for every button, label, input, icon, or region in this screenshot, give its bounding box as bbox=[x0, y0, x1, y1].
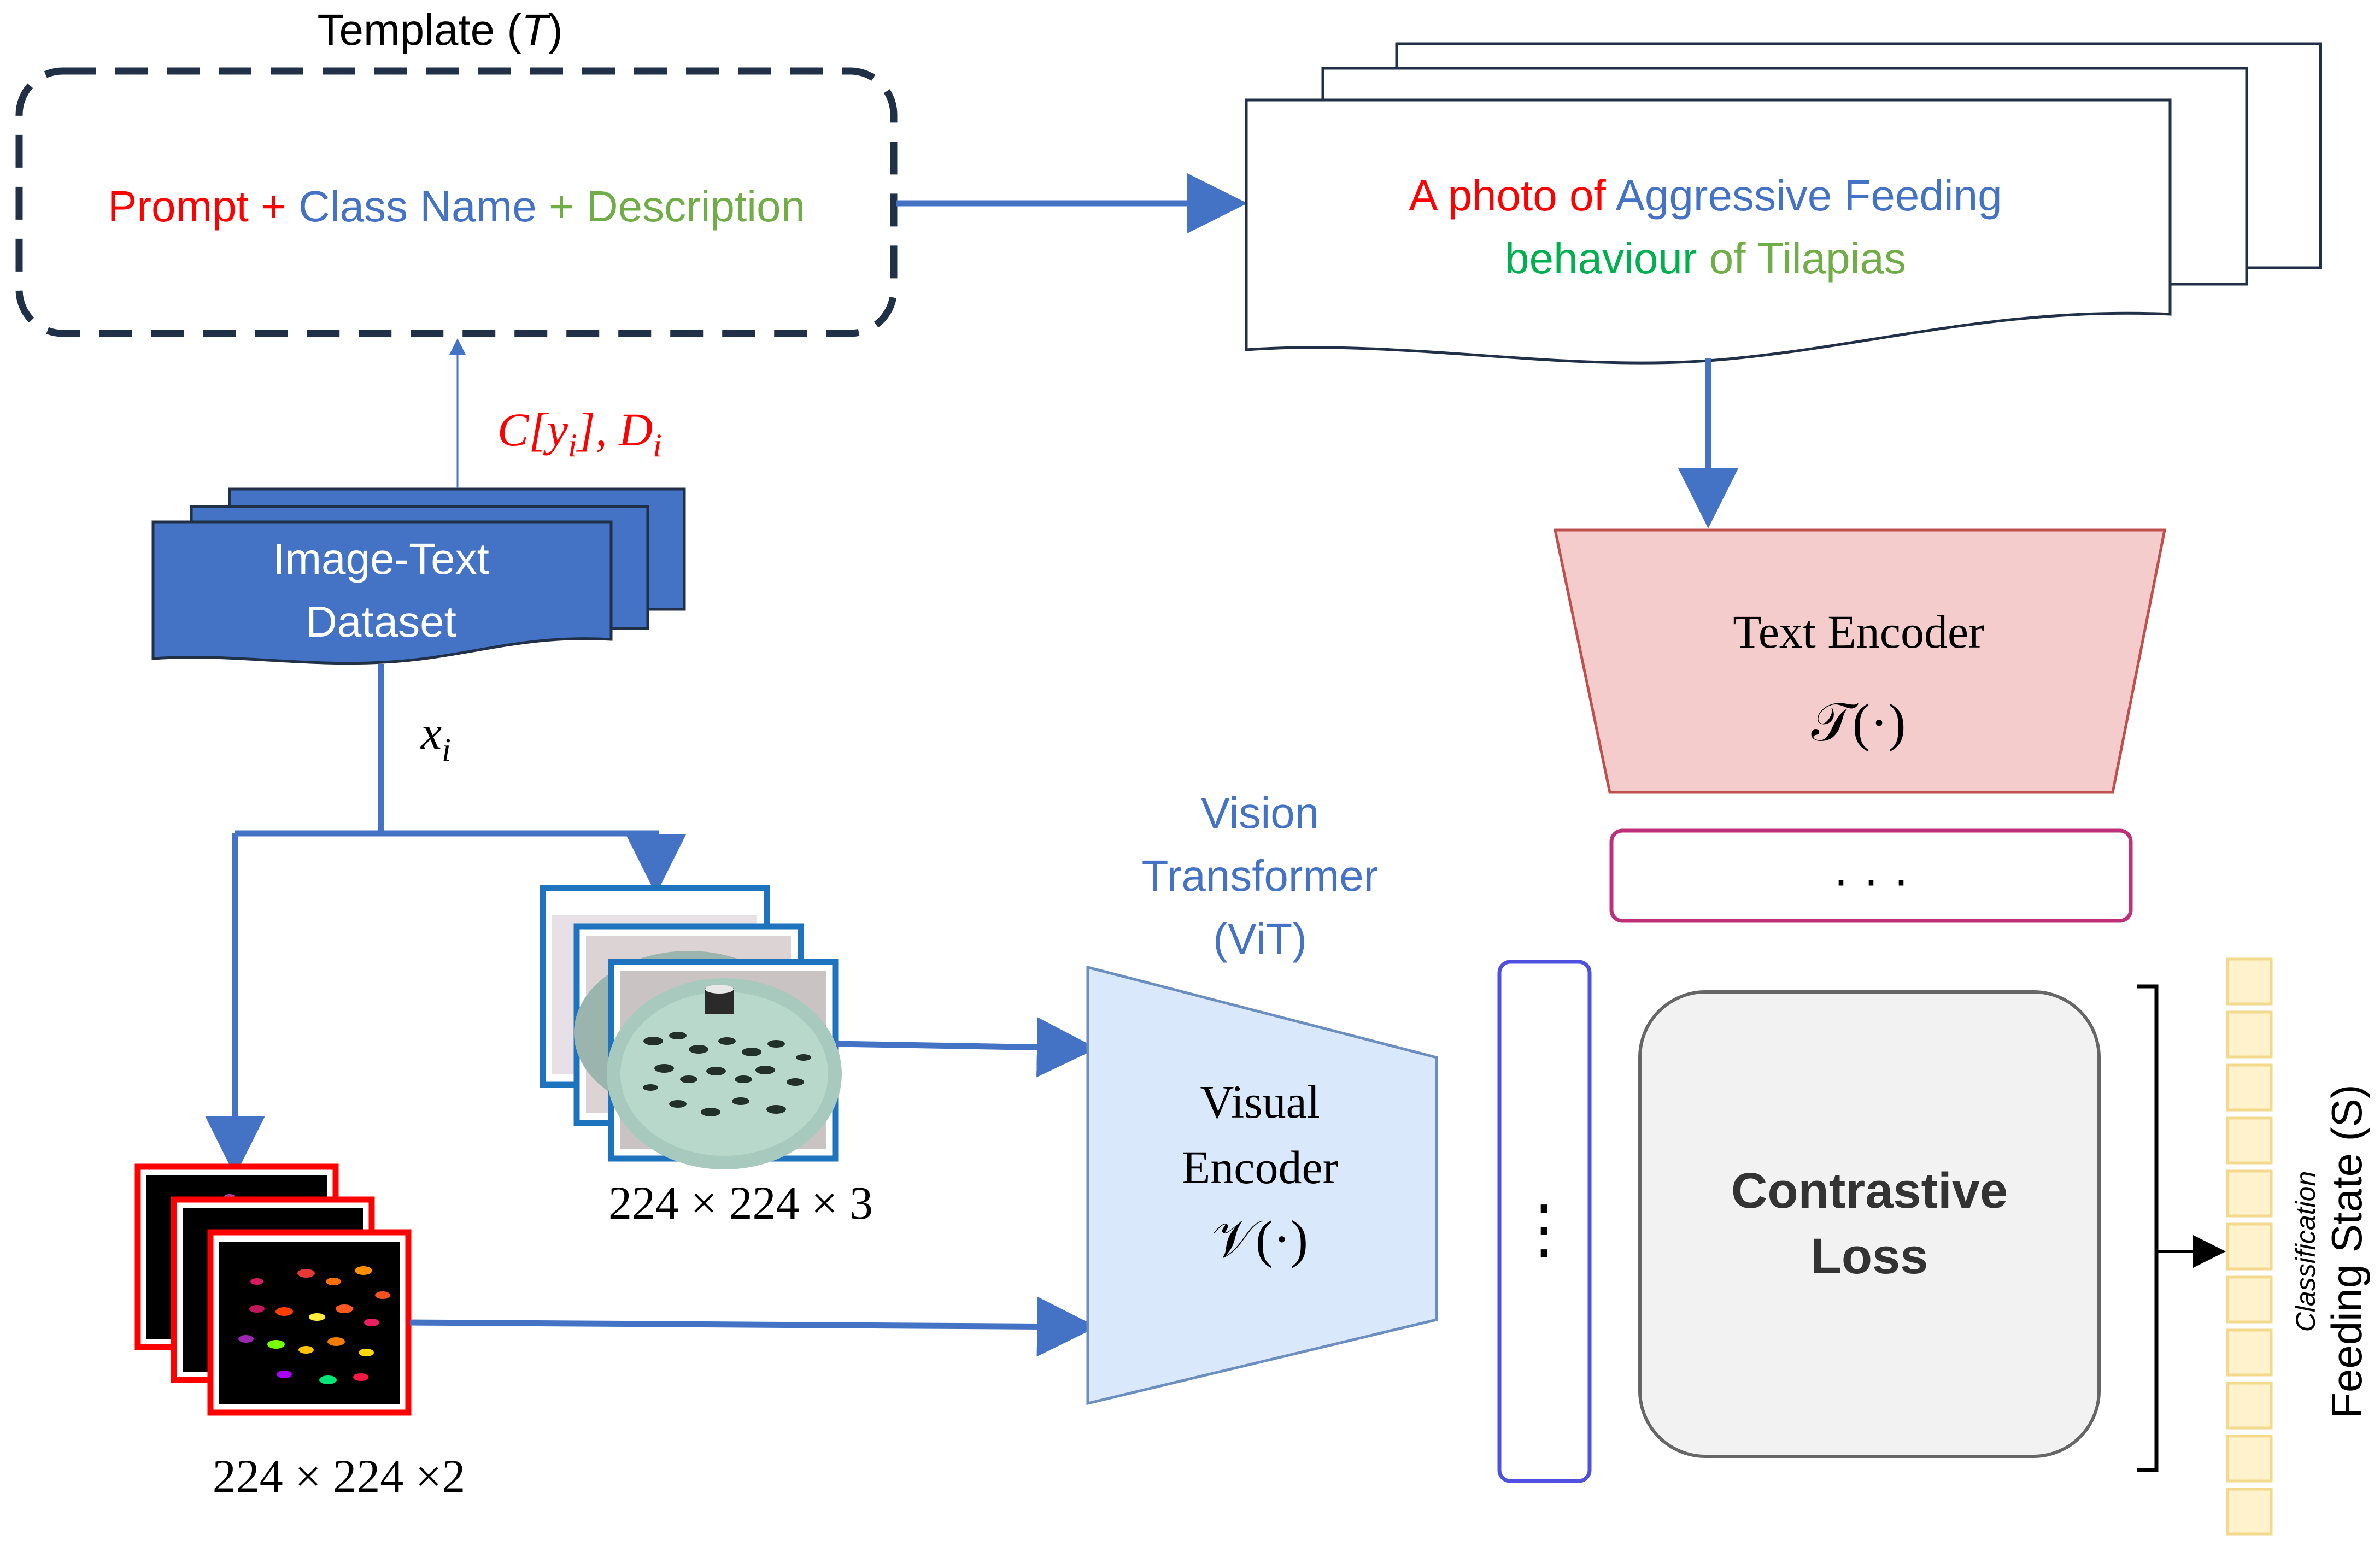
text-encoder-symbol: 𝒯(·) bbox=[1812, 693, 1906, 753]
output-cell bbox=[2226, 1222, 2273, 1271]
image-embedding: ⋮ bbox=[1497, 960, 1592, 1483]
caption-line-1: A photo of Aggressive Feeding bbox=[1409, 171, 2002, 220]
contrastive-loss-line-2: Loss bbox=[1811, 1228, 1928, 1284]
output-column bbox=[2226, 957, 2273, 1536]
mask-image-dims: 224 × 224 ×2 bbox=[213, 1450, 466, 1502]
dataset-stack: Image-Text Dataset bbox=[151, 487, 686, 665]
output-cell bbox=[2226, 1435, 2273, 1483]
output-cell bbox=[2226, 1275, 2273, 1324]
template-title: Template (T) bbox=[318, 5, 563, 54]
text-encoder-label: Text Encoder bbox=[1733, 606, 1984, 658]
contrastive-loss-box bbox=[1638, 990, 2101, 1458]
output-cell bbox=[2226, 1488, 2273, 1536]
visual-encoder: Visual Encoder 𝒱(·) bbox=[1086, 965, 1438, 1406]
rgb-image-dims: 224 × 224 × 3 bbox=[608, 1177, 873, 1229]
output-cell bbox=[2226, 1063, 2273, 1112]
text-encoder: Text Encoder 𝒯(·) bbox=[1553, 528, 2167, 794]
rgb-image-1 bbox=[607, 959, 842, 1169]
arrow-to-rgb-images bbox=[235, 830, 686, 895]
output-main-label: Feeding State (S) bbox=[2323, 1084, 2371, 1418]
dataset-label-line-2: Dataset bbox=[306, 597, 456, 646]
mask-image-1 bbox=[207, 1229, 412, 1416]
output-bracket bbox=[2137, 984, 2159, 1472]
visual-encoder-symbol: 𝒱(·) bbox=[1212, 1210, 1308, 1268]
label-class-description: C[yi], Di bbox=[497, 403, 662, 463]
template-block: Template (T) Prompt + Class Name + Descr… bbox=[15, 5, 898, 337]
image-embedding-dots: ⋮ bbox=[1511, 1192, 1577, 1266]
image-embedding-box bbox=[1497, 960, 1592, 1483]
vit-label-line-1: Vision bbox=[1201, 789, 1319, 837]
vit-label-line-3: (ViT) bbox=[1213, 914, 1307, 963]
label-input-xi: xi bbox=[420, 707, 451, 768]
arrow-mask-to-visual-encoder bbox=[409, 1296, 1097, 1357]
visual-encoder-shape bbox=[1086, 965, 1438, 1406]
text-embedding-box bbox=[1609, 828, 2133, 923]
output-cell bbox=[2226, 1382, 2273, 1430]
dataset-connectors bbox=[205, 664, 686, 1176]
dataset-label-line-1: Image-Text bbox=[273, 534, 489, 583]
text-encoder-shape bbox=[1553, 528, 2167, 794]
rgb-image-stack: 224 × 224 × 3 bbox=[540, 885, 873, 1229]
caption-line-2: behaviour of Tilapias bbox=[1505, 234, 1906, 283]
template-formula: Prompt + Class Name + Description bbox=[108, 182, 805, 231]
vit-label-line-2: Transformer bbox=[1142, 851, 1379, 900]
caption-page-1 bbox=[1245, 98, 2172, 365]
visual-encoder-label-1: Visual bbox=[1200, 1075, 1320, 1128]
dataset-page-1 bbox=[151, 520, 613, 665]
output-cell bbox=[2226, 1116, 2273, 1165]
output-small-label: Classification bbox=[2290, 1171, 2321, 1332]
text-embedding-dots: · · · bbox=[1833, 853, 1909, 907]
visual-encoder-label-2: Encoder bbox=[1182, 1141, 1339, 1194]
output-cell bbox=[2226, 1169, 2273, 1218]
output-cell bbox=[2226, 957, 2273, 1006]
output-cell bbox=[2226, 1010, 2273, 1059]
text-embedding: · · · bbox=[1609, 828, 2133, 923]
contrastive-loss-line-1: Contrastive bbox=[1731, 1163, 2008, 1219]
output-cell bbox=[2226, 1328, 2273, 1377]
template-box bbox=[15, 67, 898, 337]
arrow-rgb-to-visual-encoder bbox=[836, 1017, 1097, 1078]
contrastive-loss: Contrastive Loss bbox=[1638, 990, 2101, 1458]
mask-image-stack: 224 × 224 ×2 bbox=[134, 1163, 466, 1502]
caption-stack: A photo of Aggressive Feeding behaviour … bbox=[1245, 42, 2322, 365]
vit-label: Vision Transformer (ViT) bbox=[1142, 789, 1379, 963]
